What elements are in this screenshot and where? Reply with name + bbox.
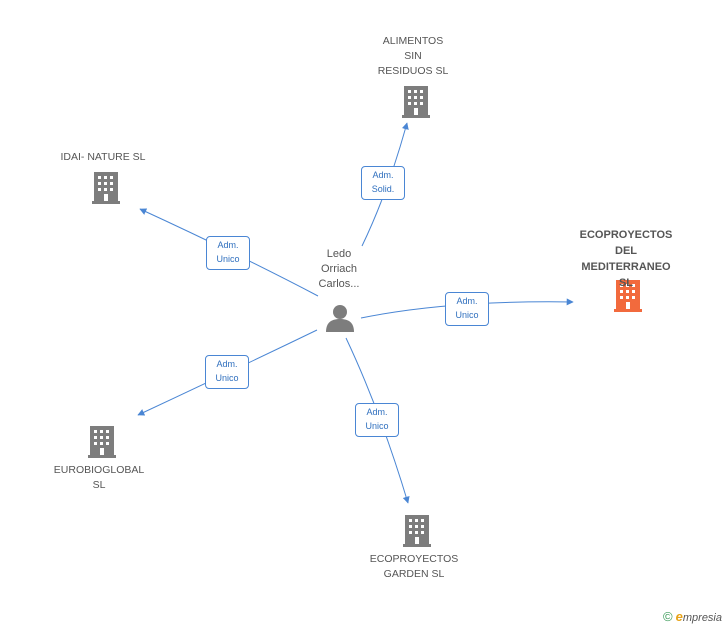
- relation-type: Unico: [216, 254, 240, 264]
- relation-badge-idai: Adm. Unico: [206, 236, 250, 270]
- relation-role: Adm.: [372, 170, 394, 180]
- company-label-eurobioglobal[interactable]: EUROBIOGLOBAL SL: [53, 464, 145, 491]
- relation-role: Adm.: [456, 296, 478, 306]
- company-label-alimentos[interactable]: ALIMENTOS SIN RESIDUOS SL: [377, 35, 449, 77]
- relation-type: Solid.: [371, 184, 395, 194]
- relation-type: Unico: [365, 421, 389, 431]
- building-icon[interactable]: [88, 426, 116, 458]
- building-icon[interactable]: [402, 86, 430, 118]
- relation-badge-ecoproyectos-mediterraneo: Adm. Unico: [445, 292, 489, 326]
- relation-badge-eurobioglobal: Adm. Unico: [205, 355, 249, 389]
- copyright-icon: ©: [663, 609, 673, 624]
- person-icon[interactable]: [326, 305, 354, 332]
- brand-logo-text: mpresia: [682, 612, 722, 624]
- building-icon[interactable]: [614, 280, 642, 312]
- company-label-idai[interactable]: IDAI- NATURE SL: [60, 151, 146, 163]
- relation-type: Unico: [215, 373, 239, 383]
- building-icon[interactable]: [92, 172, 120, 204]
- building-icon[interactable]: [403, 515, 431, 547]
- brand-logo-initial: e: [675, 609, 683, 624]
- company-label-ecoproyectos-garden[interactable]: ECOPROYECTOS GARDEN SL: [369, 553, 459, 580]
- relation-badge-alimentos: Adm. Solid.: [361, 166, 405, 200]
- relation-role: Adm.: [216, 359, 238, 369]
- brand-footer[interactable]: ©empresia: [663, 609, 722, 624]
- relation-type: Unico: [455, 310, 479, 320]
- company-label-ecoproyectos-mediterraneo[interactable]: ECOPROYECTOS DEL MEDITERRANEO SL: [579, 229, 673, 289]
- relation-badge-ecoproyectos-garden: Adm. Unico: [355, 403, 399, 437]
- relation-role: Adm.: [366, 407, 388, 417]
- person-name-label[interactable]: Ledo Orriach Carlos...: [318, 248, 360, 290]
- relation-role: Adm.: [217, 240, 239, 250]
